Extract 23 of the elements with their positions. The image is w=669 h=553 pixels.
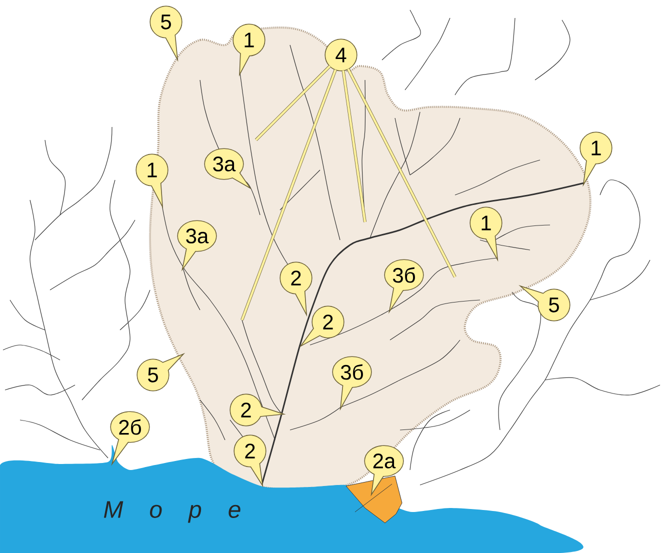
callout-bubble: 5 xyxy=(518,285,570,322)
callout-bubble: 1 xyxy=(580,132,612,187)
leader-line xyxy=(240,69,337,321)
callout-bubble: 5 xyxy=(136,352,186,392)
callout-bubble: 2а xyxy=(364,445,404,496)
callout-bubble: 4 xyxy=(324,38,358,72)
callout-bubble: 1 xyxy=(136,154,168,209)
callout-bubble: 3б xyxy=(384,259,424,314)
callout-bubble: 1 xyxy=(232,24,266,76)
sea-label: М о р е xyxy=(104,501,240,523)
callout-bubble: 5 xyxy=(150,6,182,62)
callout-bubble: 3а xyxy=(204,148,252,190)
leader-line xyxy=(254,65,331,142)
callout-bubble: 2 xyxy=(299,306,344,348)
callout-bubble: 2б xyxy=(110,411,150,466)
callout-bubble: 3а xyxy=(177,220,217,272)
callout-bubble: 2 xyxy=(230,394,286,426)
callout-bubble: 2 xyxy=(280,262,312,317)
callout-bubble: 1 xyxy=(470,206,502,262)
leader-line xyxy=(346,68,456,278)
callout-bubble: 3б xyxy=(332,356,372,411)
leader-line xyxy=(342,70,366,222)
callout-bubble: 2 xyxy=(234,434,266,488)
